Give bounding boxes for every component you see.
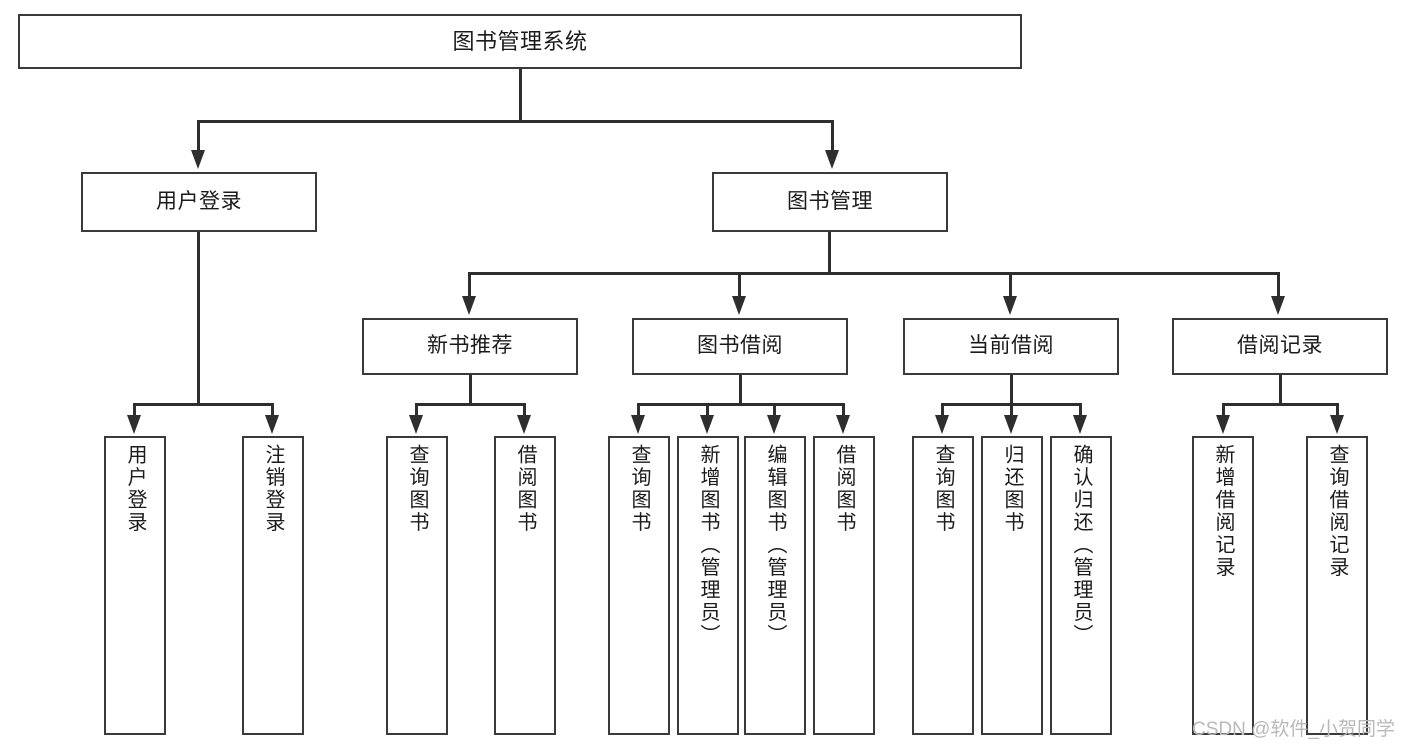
edge-root-bus (197, 120, 834, 123)
arrow-to-leaf-bb-borrow (836, 415, 850, 434)
edge-user-login-drop-1 (133, 403, 136, 417)
node-label: 用户登录 (156, 189, 242, 213)
edge-br-drop-2 (1336, 403, 1339, 417)
arrow-to-leaf-logout (265, 415, 279, 434)
node-book-borrow[interactable]: 图书借阅 (632, 318, 848, 375)
arrow-to-leaf-bb-add (700, 415, 714, 434)
node-root-system[interactable]: 图书管理系统 (18, 14, 1022, 69)
arrow-to-leaf-cb-query (935, 415, 949, 434)
edge-bb-drop-1 (637, 403, 640, 417)
node-label: 图书管理系统 (452, 28, 588, 54)
edge-root-drop-right (831, 120, 834, 152)
edge-book-borrow-stem (739, 375, 742, 405)
arrow-to-user-login (191, 150, 205, 169)
node-label: 编辑图书（管理员） (764, 444, 786, 647)
edge-bb-drop-2 (706, 403, 709, 417)
leaf-record-add-record[interactable]: 新增借阅记录 (1192, 436, 1254, 735)
node-label: 图书管理 (787, 189, 873, 213)
arrow-to-new-book (462, 296, 476, 315)
edge-new-book-bus (415, 403, 525, 406)
edge-br-drop-1 (1222, 403, 1225, 417)
leaf-current-return-book[interactable]: 归还图书 (981, 436, 1043, 735)
node-label: 确认归还（管理员） (1070, 444, 1092, 647)
leaf-borrow-borrow-book[interactable]: 借阅图书 (813, 436, 875, 735)
edge-current-borrow-stem (1010, 375, 1013, 405)
edge-bb-drop-3 (773, 403, 776, 417)
leaf-logout[interactable]: 注销登录 (242, 436, 304, 735)
node-current-borrow[interactable]: 当前借阅 (903, 318, 1119, 375)
arrow-to-leaf-cb-confirm (1073, 415, 1087, 434)
edge-borrow-record-bus (1222, 403, 1338, 406)
node-label: 用户登录 (124, 444, 146, 534)
edge-cb-drop-3 (1079, 403, 1082, 417)
leaf-borrow-query-book[interactable]: 查询图书 (608, 436, 670, 735)
edge-bb-drop-4 (842, 403, 845, 417)
node-label: 查询图书 (628, 444, 650, 534)
edge-user-login-bus (133, 403, 273, 406)
leaf-user-login[interactable]: 用户登录 (104, 436, 166, 735)
leaf-borrow-edit-book[interactable]: 编辑图书（管理员） (744, 436, 806, 735)
edge-nb-drop-1 (415, 403, 418, 417)
node-new-book-recommend[interactable]: 新书推荐 (362, 318, 578, 375)
edge-user-login-drop-2 (271, 403, 274, 417)
node-label: 新增图书（管理员） (697, 444, 719, 647)
edge-book-borrow-bus (637, 403, 845, 406)
edge-bm-drop-4 (1277, 272, 1280, 298)
edge-new-book-stem (469, 375, 472, 405)
arrow-to-book-manage (825, 150, 839, 169)
edge-book-manage-bus (468, 272, 1280, 275)
leaf-current-query-book[interactable]: 查询图书 (912, 436, 974, 735)
node-label: 借阅图书 (833, 444, 855, 534)
node-label: 查询图书 (932, 444, 954, 534)
edge-nb-drop-2 (523, 403, 526, 417)
edge-borrow-record-stem (1279, 375, 1282, 405)
arrow-to-leaf-br-add (1216, 415, 1230, 434)
leaf-borrow-add-book[interactable]: 新增图书（管理员） (677, 436, 739, 735)
node-label: 注销登录 (262, 444, 284, 534)
leaf-current-confirm-return[interactable]: 确认归还（管理员） (1050, 436, 1112, 735)
node-label: 图书借阅 (697, 334, 783, 358)
arrow-to-book-borrow (732, 296, 746, 315)
edge-bm-drop-3 (1009, 272, 1012, 298)
edge-root-drop-left (197, 120, 200, 152)
arrow-to-leaf-nb-query (409, 415, 423, 434)
node-label: 借阅图书 (514, 444, 536, 534)
node-label: 查询借阅记录 (1326, 444, 1348, 579)
node-label: 新书推荐 (427, 334, 513, 358)
arrow-to-borrow-record (1271, 296, 1285, 315)
arrow-to-leaf-bb-query (631, 415, 645, 434)
leaf-newbook-query-book[interactable]: 查询图书 (386, 436, 448, 735)
arrow-to-leaf-br-query (1330, 415, 1344, 434)
arrow-to-leaf-nb-borrow (517, 415, 531, 434)
node-label: 借阅记录 (1237, 334, 1323, 358)
node-borrow-record[interactable]: 借阅记录 (1172, 318, 1388, 375)
arrow-to-leaf-bb-edit (767, 415, 781, 434)
node-book-manage[interactable]: 图书管理 (712, 172, 948, 232)
node-label: 当前借阅 (968, 334, 1054, 358)
edge-book-manage-stem (828, 232, 831, 274)
arrow-to-leaf-cb-return (1004, 415, 1018, 434)
edge-user-login-stem (197, 232, 200, 405)
node-label: 归还图书 (1001, 444, 1023, 534)
node-label: 新增借阅记录 (1212, 444, 1234, 579)
edge-cb-drop-2 (1010, 403, 1013, 417)
arrow-to-leaf-user-login (127, 415, 141, 434)
leaf-record-query-record[interactable]: 查询借阅记录 (1306, 436, 1368, 735)
leaf-newbook-borrow-book[interactable]: 借阅图书 (494, 436, 556, 735)
arrow-to-current-borrow (1003, 296, 1017, 315)
node-label: 查询图书 (406, 444, 428, 534)
node-user-login[interactable]: 用户登录 (81, 172, 317, 232)
edge-cb-drop-1 (941, 403, 944, 417)
edge-bm-drop-1 (468, 272, 471, 298)
edge-root-stem (519, 69, 522, 122)
edge-bm-drop-2 (738, 272, 741, 298)
